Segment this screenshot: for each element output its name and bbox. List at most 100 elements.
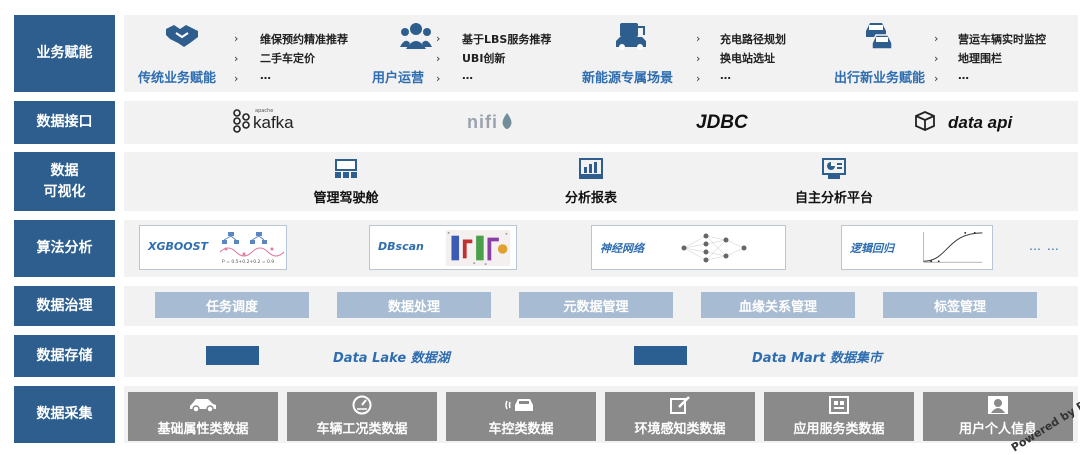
business-sub: …: [260, 69, 271, 82]
cluster-scatter-thumb: [445, 230, 511, 266]
business-sub: …: [720, 69, 731, 82]
chevron-right-icon: ›: [934, 32, 939, 45]
chevron-right-icon: ›: [696, 52, 701, 65]
collection-label: 基础属性类数据: [157, 422, 249, 437]
business-sub: 换电站选址: [720, 52, 775, 65]
kafka-label: kafka: [253, 112, 294, 132]
viz-item-report[interactable]: 分析报表: [521, 152, 661, 211]
chevron-right-icon: ›: [234, 52, 239, 65]
jdbc-source[interactable]: JDBC: [696, 101, 748, 144]
jdbc-label: JDBC: [696, 111, 748, 133]
business-title: 出行新业务赋能: [834, 71, 926, 86]
user-group-icon: [400, 21, 432, 55]
data-visualization-row: 数据 可视化 管理驾驶舱 分析报表 自主分析平台: [14, 152, 1078, 211]
business-sub: 地理围栏: [958, 52, 1002, 65]
data-mart-bar: [634, 346, 687, 365]
collection-item-basic[interactable]: 基础属性类数据: [128, 392, 278, 441]
business-title: 用户运营: [372, 71, 425, 86]
kafka-superscript: apache: [255, 107, 274, 114]
gov-item-task-scheduling[interactable]: 任务调度: [155, 292, 309, 318]
viz-label: 管理驾驶舱: [313, 191, 379, 206]
business-sub: 营运车辆实时监控: [958, 33, 1046, 46]
row-label-interface: 数据接口: [14, 101, 115, 144]
report-icon: [579, 158, 603, 184]
nifi-label: nifi: [467, 112, 498, 132]
data-api-source[interactable]: data api: [914, 101, 1012, 144]
row-label-business: 业务赋能: [14, 15, 115, 92]
neural-network-thumb: [681, 233, 747, 263]
row-label-visualization: 数据 可视化: [14, 152, 115, 211]
interface-panel: apache kafka nifi JDBC data api: [124, 101, 1078, 144]
data-api-label: data api: [948, 112, 1013, 132]
data-mart-label[interactable]: Data Mart 数据集市: [752, 351, 882, 366]
visualization-panel: 管理驾驶舱 分析报表 自主分析平台: [124, 152, 1078, 211]
viz-item-cockpit[interactable]: 管理驾驶舱: [276, 152, 416, 211]
collection-item-vehicle-control[interactable]: 车控类数据: [446, 392, 596, 441]
collection-item-environment[interactable]: 环境感知类数据: [605, 392, 755, 441]
viz-label: 自主分析平台: [794, 191, 873, 206]
car-signal-icon: [505, 395, 537, 419]
row-label-collection: 数据采集: [14, 386, 115, 443]
algo-name: XGBOOST: [148, 240, 209, 253]
collection-item-app-service[interactable]: 应用服务类数据: [764, 392, 914, 441]
data-interface-row: 数据接口 apache kafka nifi JDBC data api: [14, 101, 1078, 144]
business-item-mobility[interactable]: 出行新业务赋能 › › › 营运车辆实时监控 地理围栏 …: [824, 15, 1078, 92]
business-panel: 传统业务赋能 › › › 维保预约精准推荐 二手车定价 … 用户运营 › › ›…: [124, 15, 1078, 92]
collection-item-vehicle-condition[interactable]: 车辆工况类数据: [287, 392, 437, 441]
chevron-right-icon: ›: [436, 32, 441, 45]
algo-card-xgboost[interactable]: XGBOOST P = 0.5+0.2+0.2 = 0.9: [139, 225, 287, 270]
business-title: 新能源专属场景: [582, 71, 674, 86]
ev-charging-icon: [614, 21, 648, 55]
business-item-new-energy[interactable]: 新能源专属场景 › › › 充电路径规划 换电站选址 …: [574, 15, 824, 92]
algo-card-neural-network[interactable]: 神经网络: [591, 225, 786, 270]
collection-panel: 基础属性类数据 车辆工况类数据 车控类数据 环境感知类数据 应用服务类数据: [124, 386, 1078, 443]
algorithm-more: … …: [1029, 239, 1060, 253]
gov-item-metadata[interactable]: 元数据管理: [519, 292, 673, 318]
chevron-right-icon: ›: [934, 72, 939, 85]
edit-icon: [669, 395, 691, 419]
nifi-logo-icon: [500, 112, 514, 134]
user-icon: [987, 395, 1009, 419]
business-sub: …: [958, 69, 969, 82]
algo-name: 神经网络: [600, 242, 644, 255]
row-label-storage: 数据存储: [14, 335, 115, 377]
data-storage-row: 数据存储 Data Lake 数据湖 Data Mart 数据集市: [14, 335, 1078, 377]
kafka-source[interactable]: apache kafka: [232, 101, 294, 144]
storage-panel: Data Lake 数据湖 Data Mart 数据集市: [124, 335, 1078, 377]
gov-item-data-processing[interactable]: 数据处理: [337, 292, 491, 318]
tree-diagram-thumb: P = 0.5+0.2+0.2 = 0.9: [220, 232, 284, 265]
chevron-right-icon: ›: [234, 72, 239, 85]
row-label-governance: 数据治理: [14, 286, 115, 326]
cars-icon: [862, 21, 896, 57]
business-sub: 维保预约精准推荐: [260, 33, 348, 46]
handshake-icon: [164, 21, 200, 55]
business-item-user-operation[interactable]: 用户运营 › › › 基于LBS服务推荐 UBI创新 …: [364, 15, 574, 92]
business-sub: 二手车定价: [260, 52, 315, 65]
algo-card-logistic-regression[interactable]: 逻辑回归: [841, 225, 993, 270]
kafka-logo-icon: [232, 108, 250, 137]
collection-item-user-info[interactable]: 用户个人信息: [923, 392, 1073, 441]
viz-label: 分析报表: [564, 191, 617, 206]
dashboard-icon: [334, 158, 358, 184]
algo-name: DBscan: [378, 240, 424, 253]
chevron-right-icon: ›: [696, 32, 701, 45]
app-icon: [828, 395, 850, 419]
business-sub: 基于LBS服务推荐: [462, 33, 552, 46]
gov-item-lineage[interactable]: 血缘关系管理: [701, 292, 855, 318]
business-item-traditional[interactable]: 传统业务赋能 › › › 维保预约精准推荐 二手车定价 …: [124, 15, 364, 92]
gov-item-tag-management[interactable]: 标签管理: [883, 292, 1037, 318]
speedometer-icon: [351, 395, 373, 419]
chevron-right-icon: ›: [436, 52, 441, 65]
collection-label: 应用服务类数据: [793, 422, 885, 437]
sigmoid-curve-thumb: [923, 231, 983, 263]
nifi-source[interactable]: nifi: [467, 101, 514, 144]
algorithm-row: 算法分析 XGBOOST P = 0.5+0.2+0.2 = 0.9 DBsca…: [14, 220, 1078, 277]
algo-card-dbscan[interactable]: DBscan: [369, 225, 517, 270]
business-sub: …: [462, 69, 473, 82]
data-governance-row: 数据治理 任务调度 数据处理 元数据管理 血缘关系管理 标签管理: [14, 286, 1078, 326]
data-collection-row: 数据采集 基础属性类数据 车辆工况类数据 车控类数据 环境感知类数据: [14, 386, 1078, 443]
data-lake-label[interactable]: Data Lake 数据湖: [333, 351, 450, 366]
data-lake-bar: [206, 346, 259, 365]
viz-item-self-analysis[interactable]: 自主分析平台: [764, 152, 904, 211]
chevron-right-icon: ›: [934, 52, 939, 65]
